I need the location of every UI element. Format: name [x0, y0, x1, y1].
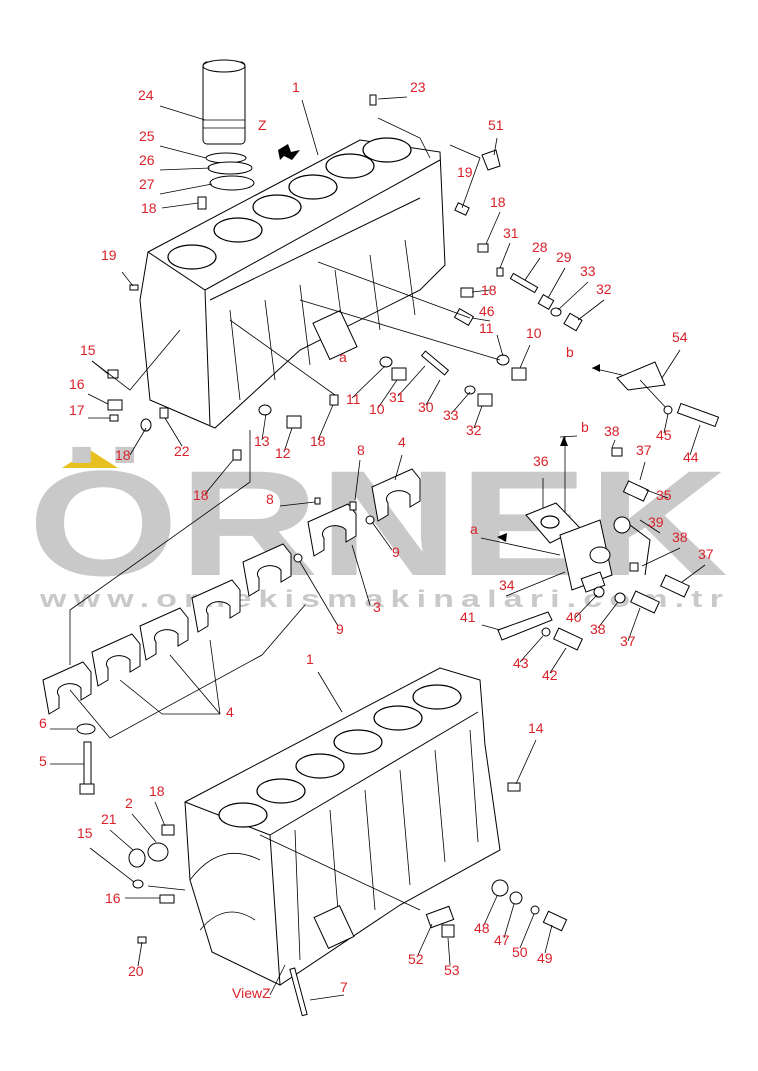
- side-bracket-parts: [480, 349, 720, 674]
- watermark-accent-icon: [62, 450, 118, 468]
- callout-label-1-top: 1: [292, 79, 300, 95]
- callout-label-31-a: 31: [503, 225, 519, 241]
- callout-label-4-a: 4: [398, 434, 406, 450]
- callout-label-11-b: 11: [346, 391, 361, 407]
- callout-label-viewz: ViewZ: [232, 985, 271, 1001]
- callout-label-b-top: b: [566, 344, 574, 360]
- callout-label-51: 51: [488, 117, 504, 133]
- callout-label-38-c: 38: [590, 621, 606, 637]
- callout-label-a-mid: a: [470, 521, 478, 537]
- callout-label-8-a: 8: [357, 442, 365, 458]
- callout-label-49: 49: [537, 950, 553, 966]
- watermark-brand: ÖRNEK: [28, 439, 728, 607]
- callout-label-5: 5: [39, 753, 47, 769]
- callout-label-32-b: 32: [466, 422, 482, 438]
- callout-label-54: 54: [672, 329, 688, 345]
- callout-label-b-mid: b: [581, 419, 589, 435]
- callout-label-44: 44: [683, 449, 699, 465]
- callout-label-52: 52: [408, 951, 424, 967]
- callout-label-20: 20: [128, 963, 144, 979]
- callout-label-23: 23: [410, 79, 426, 95]
- callout-label-22: 22: [174, 443, 190, 459]
- callout-label-37-b: 37: [698, 546, 714, 562]
- callout-label-15-b: 15: [77, 825, 93, 841]
- callout-label-41: 41: [460, 609, 476, 625]
- callout-label-31-b: 31: [389, 389, 405, 405]
- callout-label-1-bottom: 1: [306, 651, 314, 667]
- callout-label-12: 12: [275, 445, 291, 461]
- callout-label-18-f: 18: [193, 487, 209, 503]
- callout-label-10-b: 10: [369, 401, 385, 417]
- callout-label-29: 29: [556, 249, 572, 265]
- callout-label-3: 3: [373, 599, 381, 615]
- callout-label-26: 26: [139, 152, 155, 168]
- callout-label-19-b: 19: [101, 247, 117, 263]
- callout-label-18-e: 18: [115, 447, 131, 463]
- callout-label-18-d: 18: [310, 433, 326, 449]
- callout-label-34: 34: [499, 577, 515, 593]
- callout-label-28: 28: [532, 239, 548, 255]
- callout-label-19-a: 19: [457, 164, 473, 180]
- callout-label-18-a: 18: [141, 200, 157, 216]
- bottom-cylinder-block: [89, 667, 568, 1017]
- callout-label-9-b: 9: [336, 621, 344, 637]
- callout-label-42: 42: [542, 667, 558, 683]
- callout-label-53: 53: [444, 962, 460, 978]
- callout-label-10-a: 10: [526, 325, 542, 341]
- bearing-caps: [42, 430, 421, 795]
- callout-label-33-a: 33: [580, 263, 596, 279]
- callout-label-46: 46: [479, 303, 495, 319]
- callout-label-16-b: 16: [105, 890, 121, 906]
- callout-label-18-b: 18: [490, 194, 506, 210]
- callout-label-27: 27: [139, 176, 155, 192]
- callout-label-17: 17: [69, 402, 85, 418]
- callout-label-36: 36: [533, 453, 549, 469]
- leader-lines-top: [87, 96, 605, 495]
- callout-label-38-b: 38: [672, 529, 688, 545]
- callout-label-6: 6: [39, 715, 47, 731]
- callout-label-40: 40: [566, 609, 582, 625]
- callout-label-37-c: 37: [620, 633, 636, 649]
- callout-label-35: 35: [656, 487, 672, 503]
- top-cylinder-block: [107, 59, 583, 461]
- callout-label-38-a: 38: [604, 423, 620, 439]
- callout-label-37-a: 37: [636, 442, 652, 458]
- callout-label-4-b: 4: [226, 704, 234, 720]
- callout-label-9-a: 9: [392, 544, 400, 560]
- callout-label-7: 7: [340, 979, 348, 995]
- callout-label-14: 14: [528, 720, 544, 736]
- callout-label-15-a: 15: [80, 342, 96, 358]
- callout-label-33-b: 33: [443, 407, 459, 423]
- callout-label-45: 45: [656, 427, 672, 443]
- watermark: ÖRNEK www.ornekismakinalari.com.tr: [28, 439, 730, 613]
- callout-label-2: 2: [125, 795, 133, 811]
- callout-label-a-left: a: [339, 349, 347, 365]
- callout-label-43: 43: [513, 655, 529, 671]
- callout-label-21: 21: [101, 811, 117, 827]
- watermark-url: www.ornekismakinalari.com.tr: [39, 586, 730, 613]
- callout-label-Z-top: Z: [258, 117, 267, 133]
- callout-label-48: 48: [474, 920, 490, 936]
- callout-label-11-a: 11: [479, 320, 494, 336]
- callout-label-13: 13: [254, 433, 270, 449]
- callout-label-30: 30: [418, 399, 434, 415]
- callout-label-39: 39: [648, 514, 664, 530]
- callout-label-47: 47: [494, 932, 510, 948]
- callout-label-18-c: 18: [481, 282, 497, 298]
- callout-label-8-b: 8: [266, 491, 274, 507]
- callout-label-50: 50: [512, 944, 528, 960]
- callout-label-16-a: 16: [69, 376, 85, 392]
- callout-label-24: 24: [138, 87, 154, 103]
- callout-label-25: 25: [139, 128, 155, 144]
- callout-label-32-a: 32: [596, 281, 612, 297]
- callout-label-18-g: 18: [149, 783, 165, 799]
